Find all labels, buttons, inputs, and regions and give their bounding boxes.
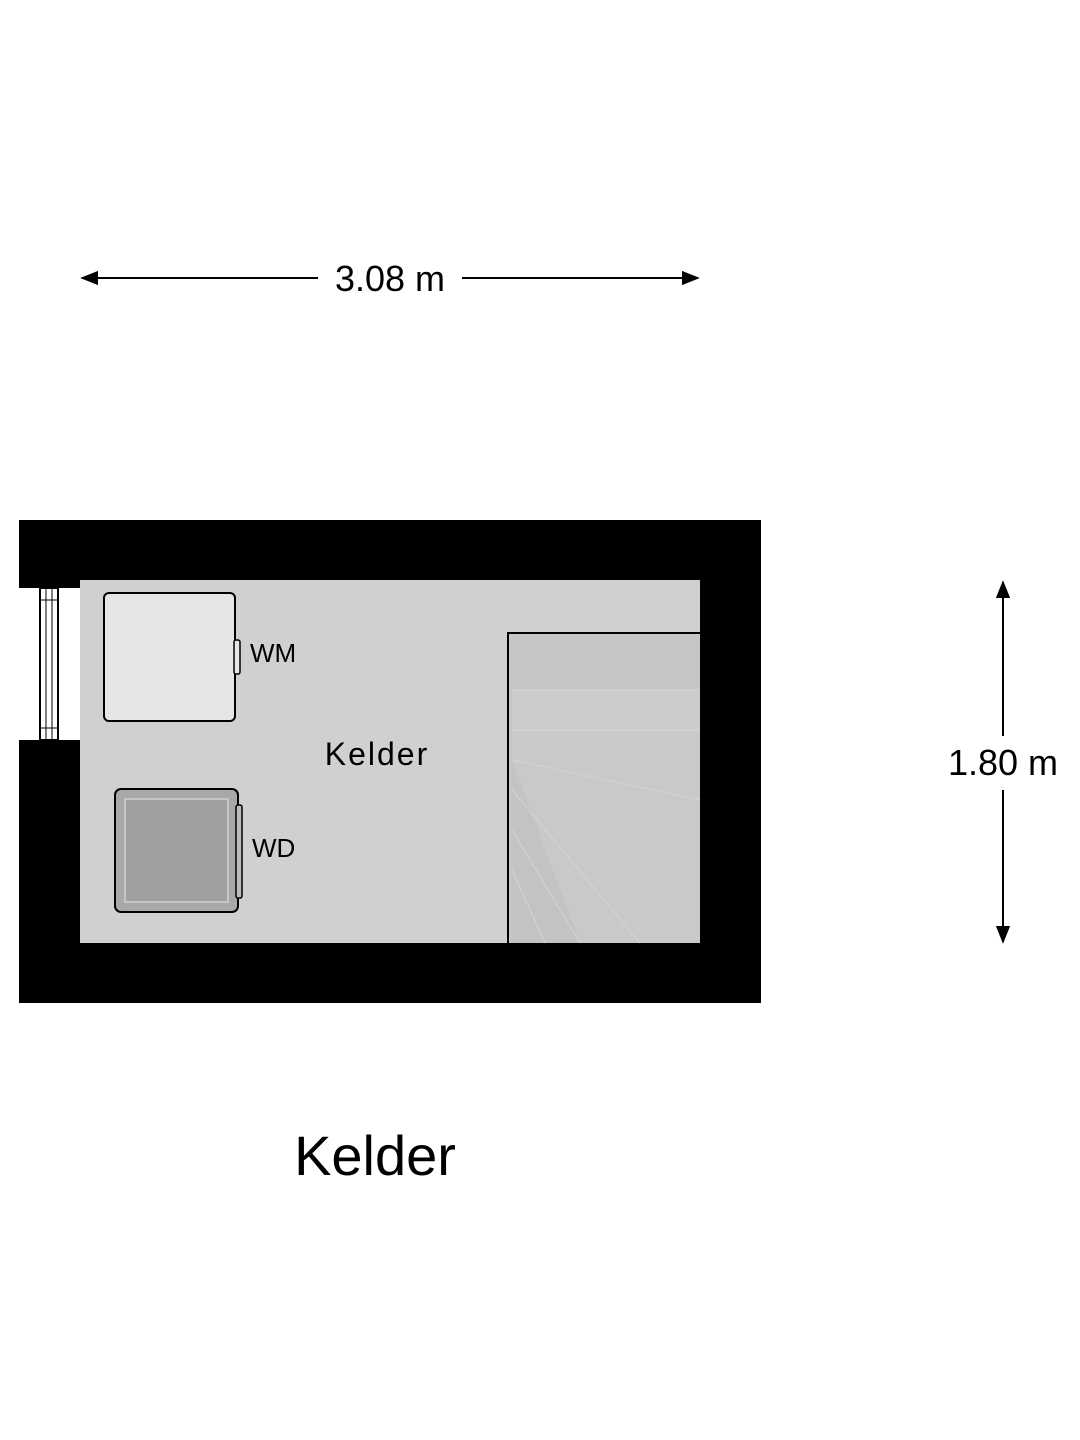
room-label: Kelder [325, 736, 430, 772]
width-dimension-label: 3.08 m [335, 258, 445, 299]
dryer-label: WD [252, 833, 295, 863]
stairs [507, 632, 701, 944]
height-dimension: 1.80 m [948, 580, 1058, 944]
window [39, 587, 59, 741]
washing-machine-label: WM [250, 638, 296, 668]
height-dimension-label: 1.80 m [948, 742, 1058, 783]
dryer: WD [114, 788, 295, 913]
washing-machine: WM [103, 592, 296, 722]
width-dimension: 3.08 m [80, 258, 700, 299]
floor-title: Kelder [294, 1124, 456, 1187]
